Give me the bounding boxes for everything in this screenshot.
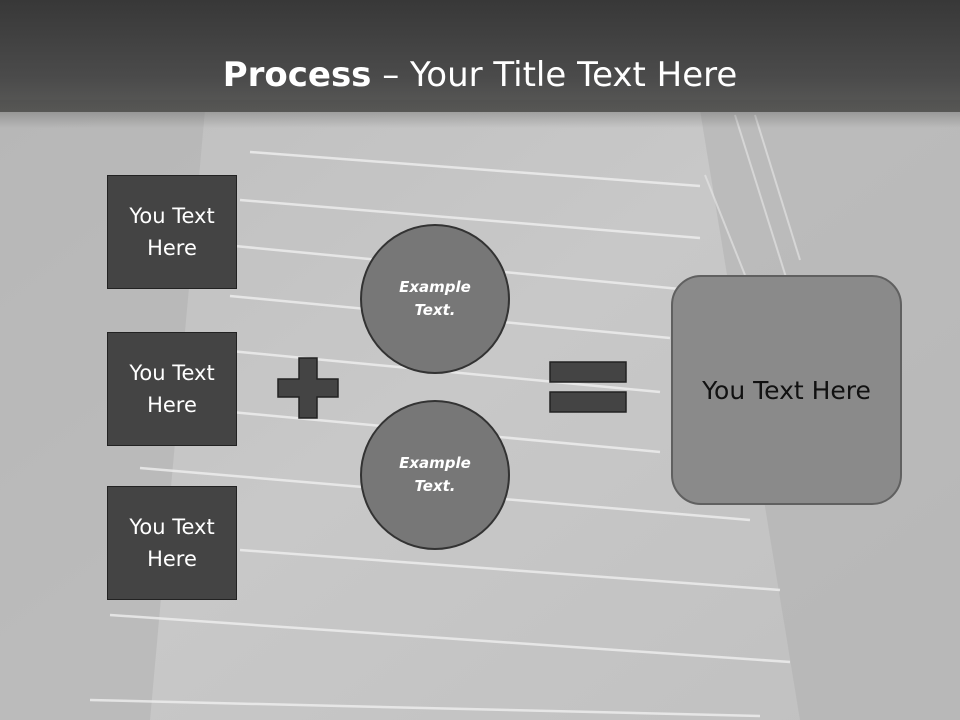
input-box-3: You Text Here xyxy=(107,486,237,600)
example-circle-label: Example Text. xyxy=(399,454,471,495)
input-box-2: You Text Here xyxy=(107,332,237,446)
input-box-label: You Text Here xyxy=(129,515,215,571)
result-box-label: You Text Here xyxy=(702,375,871,405)
input-box-1: You Text Here xyxy=(107,175,237,289)
slide-title-bold: Process xyxy=(222,55,372,95)
input-box-label: You Text Here xyxy=(129,204,215,260)
input-box-label: You Text Here xyxy=(129,361,215,417)
slide-title-rest: – Your Title Text Here xyxy=(371,55,738,95)
example-circle-2: Example Text. xyxy=(360,400,510,550)
slide-title: Process – Your Title Text Here xyxy=(0,50,960,100)
plus-icon xyxy=(277,357,339,419)
example-circle-1: Example Text. xyxy=(360,224,510,374)
title-bar xyxy=(0,0,960,128)
example-circle-label: Example Text. xyxy=(399,278,471,319)
result-box: You Text Here xyxy=(671,275,902,505)
equals-icon xyxy=(549,361,627,413)
title-bar-fade xyxy=(0,100,960,128)
